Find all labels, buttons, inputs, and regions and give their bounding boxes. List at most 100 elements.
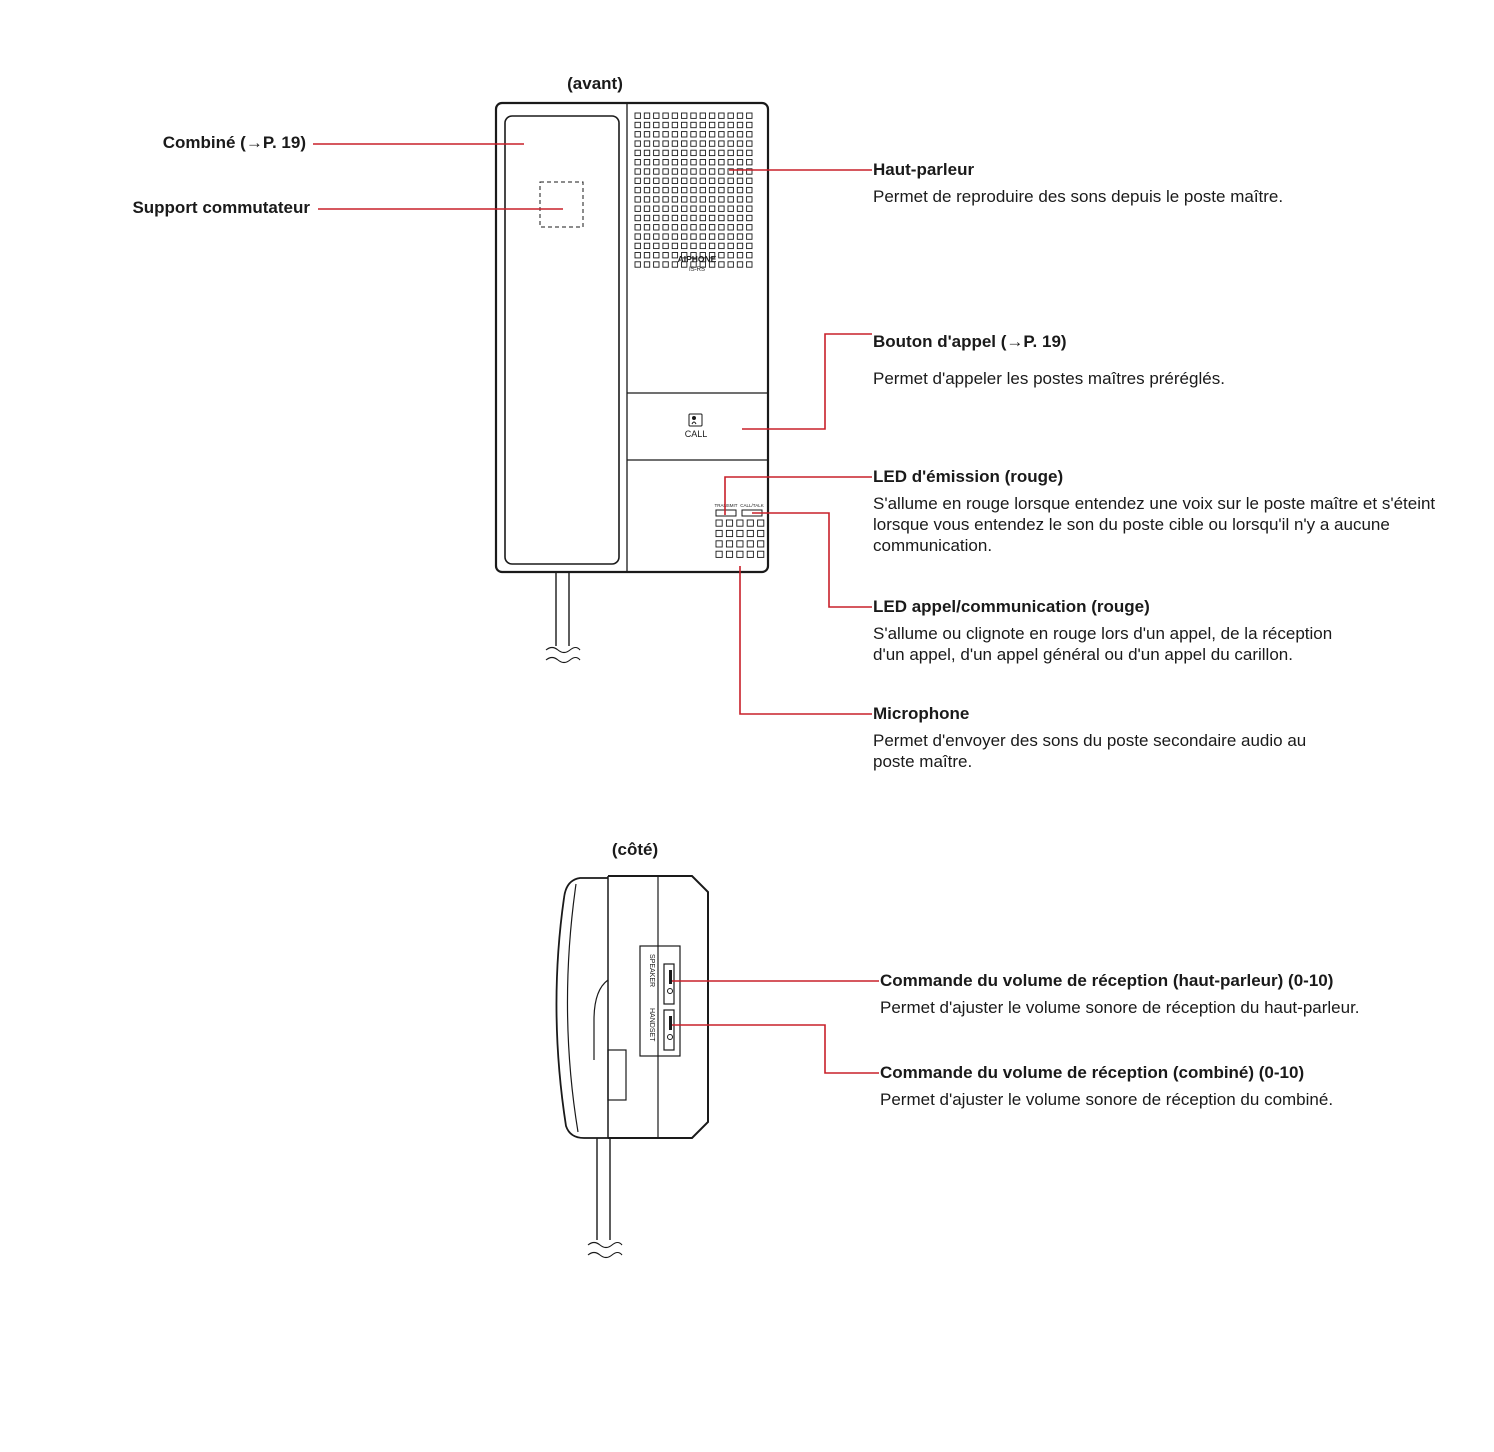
grille-hole (681, 233, 688, 240)
label-hook-switch: Support commutateur (132, 198, 310, 217)
hook-switch (539, 181, 584, 228)
grille-hole (671, 196, 679, 203)
grille-hole (690, 149, 697, 157)
grille-hole (653, 261, 660, 268)
callout-title: LED d'émission (rouge) (873, 467, 1064, 486)
grille-hole (718, 252, 725, 259)
grille-hole (746, 149, 753, 157)
grille-hole (643, 242, 651, 250)
grille-hole (681, 261, 688, 268)
grille-hole (727, 196, 734, 203)
side-view (555, 875, 709, 1259)
grille-hole (690, 252, 697, 259)
grille-hole (634, 205, 641, 212)
grille-hole (671, 177, 679, 184)
grille-hole (746, 261, 753, 268)
grille-hole (708, 214, 716, 222)
grille-hole (653, 214, 660, 222)
grille-hole (681, 149, 688, 157)
grille-hole (699, 233, 706, 240)
grille-hole (690, 233, 697, 240)
grille-hole (718, 149, 725, 157)
grille-hole (727, 242, 734, 250)
front-handset (504, 115, 620, 565)
grille-hole (643, 196, 651, 203)
leader-calltalk-led (752, 512, 872, 608)
callout-title: Commande du volume de réception (combiné… (880, 1063, 1305, 1082)
grille-hole (699, 205, 706, 212)
grille-hole (690, 214, 697, 222)
front-view-title: (avant) (567, 74, 623, 93)
speaker-volume-knob (663, 963, 675, 1005)
side-body (608, 875, 709, 1139)
grille-hole (718, 186, 725, 194)
grille-hole (681, 224, 688, 231)
grille-hole (634, 242, 641, 250)
grille-hole (643, 149, 651, 157)
grille-hole (634, 121, 641, 129)
grille-hole (727, 214, 734, 222)
grille-hole (634, 196, 641, 203)
grille-hole (757, 540, 765, 548)
grille-hole (662, 159, 669, 166)
grille-hole (653, 186, 660, 194)
grille-hole (681, 131, 688, 138)
grille-hole (718, 196, 725, 203)
callout-description: S'allume ou clignote en rouge lors d'un … (873, 624, 1333, 664)
grille-hole (736, 159, 744, 166)
callout-microphone: Microphone Permet d'envoyer des sons du … (873, 704, 1393, 772)
grille-hole (634, 168, 641, 175)
grille-hole (662, 121, 669, 129)
grille-hole (757, 529, 765, 538)
grille-hole (690, 196, 697, 203)
grille-hole (699, 242, 706, 250)
grille-hole (653, 121, 660, 129)
grille-hole (653, 168, 660, 175)
grille-hole (736, 242, 744, 250)
grille-hole (643, 252, 651, 259)
callout-calltalk-led: LED appel/communication (rouge) S'allume… (873, 597, 1393, 665)
grille-hole (653, 242, 660, 250)
grille-hole (662, 131, 669, 138)
handset-volume-knob (663, 1009, 675, 1051)
grille-hole (653, 140, 660, 147)
grille-hole (718, 242, 725, 250)
grille-hole (727, 131, 734, 138)
grille-hole (634, 149, 641, 157)
grille-hole (643, 112, 651, 119)
grille-hole (690, 168, 697, 175)
grille-hole (718, 112, 725, 119)
grille-hole (708, 233, 716, 240)
grille-hole (643, 168, 651, 175)
grille-hole (653, 233, 660, 240)
grille-hole (708, 168, 716, 175)
grille-hole (708, 242, 716, 250)
grille-hole (746, 186, 753, 194)
calltalk-label: CALL/TALK (740, 503, 763, 508)
callout-description: Permet d'ajuster le volume sonore de réc… (880, 1090, 1334, 1109)
grille-hole (690, 224, 697, 231)
grille-hole (643, 121, 651, 129)
grille-hole (727, 205, 734, 212)
grille-hole (653, 205, 660, 212)
grille-hole (699, 140, 706, 147)
grille-hole (690, 112, 697, 119)
callout-description: S'allume en rouge lorsque entendez une v… (873, 494, 1436, 555)
grille-hole (681, 252, 688, 259)
grille-hole (662, 168, 669, 175)
leader-handset-volume (672, 1024, 879, 1074)
grille-hole (746, 205, 753, 212)
grille-hole (708, 252, 716, 259)
grille-hole (671, 112, 679, 119)
grille-hole (725, 519, 734, 527)
grille-hole (736, 168, 744, 175)
grille-hole (699, 159, 706, 166)
grille-hole (653, 177, 660, 184)
grille-hole (699, 224, 706, 231)
grille-hole (736, 519, 744, 527)
grille-hole (736, 214, 744, 222)
callout-title: Haut-parleur (873, 160, 975, 179)
callout-title: Commande du volume de réception (haut-pa… (880, 971, 1334, 990)
grille-hole (653, 112, 660, 119)
